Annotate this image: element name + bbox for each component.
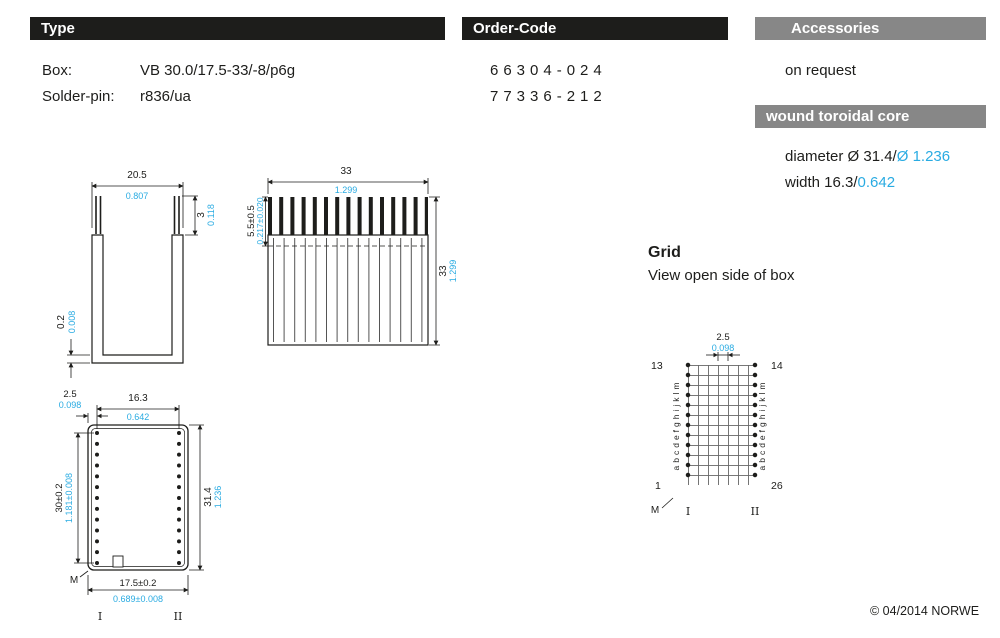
m-leader-line bbox=[79, 570, 89, 578]
dim-row-inch: 0.642 bbox=[127, 412, 150, 422]
copyright-text: © 04/2014 NORWE bbox=[870, 604, 980, 618]
dim-holes-mm: 30±0.2 bbox=[54, 484, 65, 513]
dim-lines bbox=[67, 354, 90, 364]
box-outline-inner bbox=[91, 428, 185, 567]
dim-bottom-inch: 0.689±0.008 bbox=[113, 594, 163, 604]
grid-subtitle: View open side of box bbox=[648, 267, 795, 284]
m-leader-line bbox=[661, 497, 674, 509]
width-line: width 16.3/0.642 bbox=[785, 174, 895, 191]
dim-lines bbox=[717, 352, 729, 361]
dim-wall-inch: 0.008 bbox=[67, 311, 77, 334]
roman-one: I bbox=[98, 610, 102, 623]
type-header-bar: Type bbox=[30, 17, 445, 40]
letter-column-right: abcdefghijklm bbox=[757, 380, 767, 471]
box-label: Box: bbox=[42, 62, 73, 79]
dim-width-inch: 0.807 bbox=[126, 191, 149, 201]
dim-holes-inch: 1.181±0.008 bbox=[64, 473, 74, 523]
solder-pin-label: Solder-pin: bbox=[42, 88, 115, 105]
drawing-cross-section: 20.5 0.807 3 0.118 0.2 0.008 bbox=[56, 170, 216, 378]
m-label: M bbox=[651, 505, 659, 516]
dim-offset-inch: 0.098 bbox=[59, 400, 82, 410]
grid-title: Grid bbox=[648, 244, 681, 261]
pin-1-label: 1 bbox=[655, 480, 661, 492]
grid-pitch-inch: 0.098 bbox=[712, 343, 735, 353]
box-value: VB 30.0/17.5-33/-8/p6g bbox=[140, 62, 296, 79]
width-inch: 0.642 bbox=[857, 174, 896, 191]
width-mm: width 16.3/ bbox=[785, 174, 858, 191]
box-u-profile bbox=[91, 234, 184, 364]
drawing-pin-grid: 2.5 0.098 abcdefghijklm abcdefghijklm 13… bbox=[651, 332, 783, 518]
dim-wall-mm: 0.2 bbox=[56, 315, 67, 329]
dim-depth-inch: 0.217±0.020 bbox=[255, 197, 265, 244]
bottom-notch bbox=[112, 555, 124, 568]
roman-two: II bbox=[751, 505, 760, 518]
box-outline-outer bbox=[87, 424, 189, 571]
dim-lines bbox=[91, 182, 184, 228]
dim-offset-mm: 2.5 bbox=[63, 389, 76, 400]
toroidal-core-bar: wound toroidal core bbox=[755, 105, 986, 128]
dim-lines bbox=[189, 424, 204, 571]
dim-height-inch: 1.236 bbox=[213, 486, 223, 509]
order-code-2: 77336-212 bbox=[490, 88, 607, 105]
diameter-inch: Ø 1.236 bbox=[896, 148, 951, 165]
pin-14-label: 14 bbox=[771, 360, 783, 372]
order-code-1: 66304-024 bbox=[490, 62, 607, 79]
dim-height-mm: 33 bbox=[438, 265, 449, 277]
dim-row-mm: 16.3 bbox=[128, 393, 148, 404]
on-request-text: on request bbox=[785, 62, 856, 79]
dim-width-mm: 20.5 bbox=[127, 170, 147, 181]
letter-column-left: abcdefghijklm bbox=[671, 380, 681, 471]
dim-top-inch: 1.299 bbox=[335, 185, 358, 195]
roman-one: I bbox=[686, 505, 690, 518]
dim-pin-mm: 3 bbox=[196, 212, 207, 218]
drawing-fin-view: 33 1.299 5.5±0.5 0.217±0.020 33 1.299 bbox=[246, 166, 458, 346]
solder-pin-value: r836/ua bbox=[140, 88, 191, 105]
pin-26-label: 26 bbox=[771, 480, 783, 492]
grid-pitch-mm: 2.5 bbox=[716, 332, 729, 343]
roman-two: II bbox=[174, 610, 183, 623]
dim-top-mm: 33 bbox=[340, 166, 352, 177]
dim-height-inch: 1.299 bbox=[448, 260, 458, 283]
order-code-header-bar: Order-Code bbox=[462, 17, 728, 40]
drawing-open-view: 16.3 0.642 2.5 0.098 30±0.2 1.181±0.008 … bbox=[54, 389, 223, 623]
diameter-mm: diameter Ø 31.4/ bbox=[785, 148, 897, 165]
m-label: M bbox=[70, 575, 78, 586]
dim-bottom-mm: 17.5±0.2 bbox=[120, 578, 157, 589]
diameter-line: diameter Ø 31.4/Ø 1.236 bbox=[785, 148, 950, 165]
pin-13-label: 13 bbox=[651, 360, 663, 372]
dim-depth-mm: 5.5±0.5 bbox=[246, 205, 257, 237]
accessories-header-bar: Accessories bbox=[755, 17, 986, 40]
dim-height-mm: 31.4 bbox=[203, 487, 214, 507]
solder-pins bbox=[95, 196, 180, 234]
dim-pin-inch: 0.118 bbox=[206, 204, 216, 226]
